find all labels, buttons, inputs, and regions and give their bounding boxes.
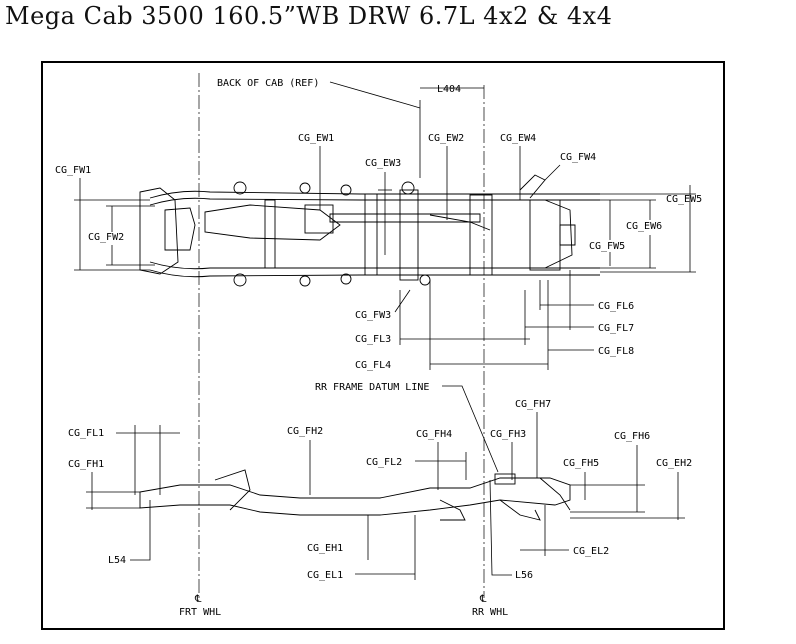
top-frame-rails bbox=[139, 174, 600, 287]
cg-fl7-label: CG_FL7 bbox=[598, 323, 634, 334]
l404-label: L404 bbox=[437, 84, 461, 95]
l54-label: L54 bbox=[108, 555, 126, 566]
cg-ew1-label: CG_EW1 bbox=[298, 133, 334, 144]
back-of-cab-label: BACK OF CAB (REF) bbox=[217, 78, 319, 89]
cg-ew2-label: CG_EW2 bbox=[428, 133, 464, 144]
cg-el2-label: CG_EL2 bbox=[573, 546, 609, 557]
rear-wheel-cl-symbol: ℄ bbox=[479, 594, 487, 605]
cg-fw1-label: CG_FW1 bbox=[55, 165, 91, 176]
rr-frame-datum-leader bbox=[442, 385, 499, 473]
rr-frame-datum-label: RR FRAME DATUM LINE bbox=[315, 382, 429, 393]
cg-fh1-label: CG_FH1 bbox=[68, 459, 104, 470]
cg-fh3-label: CG_FH3 bbox=[490, 429, 526, 440]
cg-fw4-label: CG_FW4 bbox=[560, 152, 596, 163]
cg-fl3-label: CG_FL3 bbox=[355, 334, 391, 345]
rear-wheel-label: RR WHL bbox=[472, 607, 508, 618]
side-view-frame: CG_FL1 CG_FH1 L54 CG_FH2 CG_FH4 CG_FL2 C… bbox=[68, 399, 692, 618]
cg-fh5-label: CG_FH5 bbox=[563, 458, 599, 469]
cg-el1-label: CG_EL1 bbox=[307, 570, 343, 581]
cg-fw3-label: CG_FW3 bbox=[355, 310, 391, 321]
cg-fh6-label: CG_FH6 bbox=[614, 431, 650, 442]
side-frame-rail bbox=[139, 469, 571, 521]
cg-ew6-label: CG_EW6 bbox=[626, 221, 662, 232]
cg-fl4-label: CG_FL4 bbox=[355, 360, 391, 371]
front-wheel-label: FRT WHL bbox=[179, 607, 221, 618]
cg-fh2-label: CG_FH2 bbox=[287, 426, 323, 437]
front-wheel-cl-symbol: ℄ bbox=[194, 594, 202, 605]
cg-fw2-label: CG_FW2 bbox=[88, 232, 124, 243]
l56-label: L56 bbox=[515, 570, 533, 581]
cg-ew3-label: CG_EW3 bbox=[365, 158, 401, 169]
cg-fl2-label: CG_FL2 bbox=[366, 457, 402, 468]
back-of-cab-leader bbox=[329, 81, 421, 109]
cg-fh7-label: CG_FH7 bbox=[515, 399, 551, 410]
cg-eh2-label: CG_EH2 bbox=[656, 458, 692, 469]
diagram-border bbox=[41, 61, 725, 630]
cg-fw5-label: CG_FW5 bbox=[589, 241, 625, 252]
cg-eh1-label: CG_EH1 bbox=[307, 543, 343, 554]
cg-fh4-label: CG_FH4 bbox=[416, 429, 452, 440]
cg-ew4-label: CG_EW4 bbox=[500, 133, 536, 144]
cg-fl6-label: CG_FL6 bbox=[598, 301, 634, 312]
cg-fl1-label: CG_FL1 bbox=[68, 428, 104, 439]
cg-ew5-label: CG_EW5 bbox=[666, 194, 702, 205]
cg-fl8-label: CG_FL8 bbox=[598, 346, 634, 357]
page-title: Mega Cab 3500 160.5”WB DRW 6.7L 4x2 & 4x… bbox=[5, 2, 613, 30]
top-view-frame: BACK OF CAB (REF) L404 CG_FW1 CG_FW2 CG_… bbox=[55, 73, 702, 598]
